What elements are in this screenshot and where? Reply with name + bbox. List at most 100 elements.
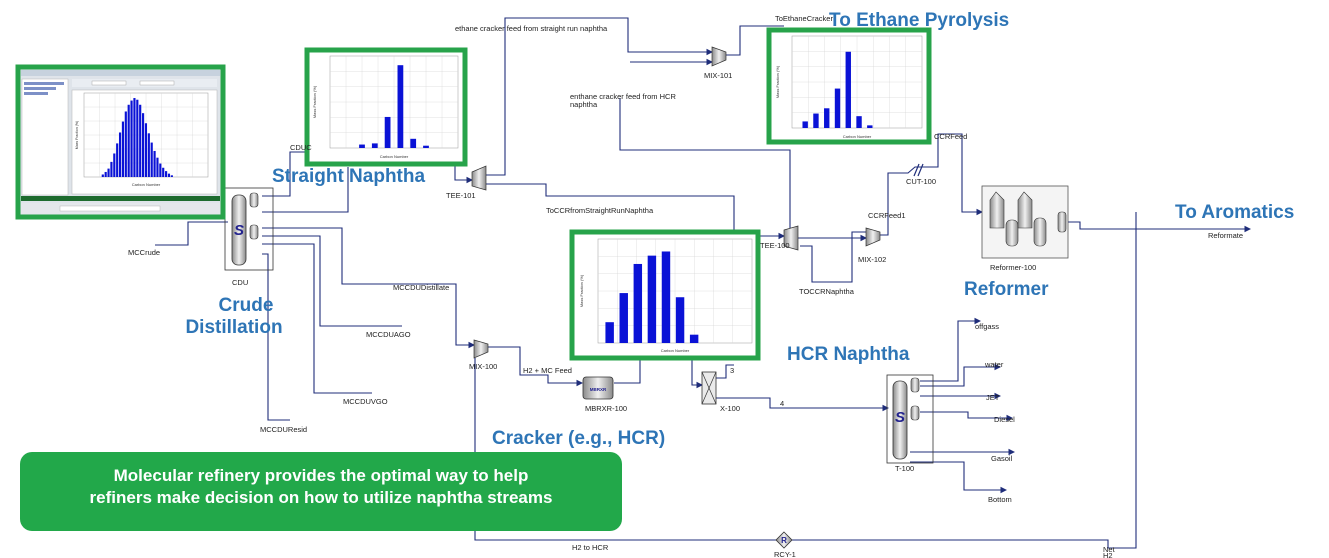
chart-bar (371, 143, 378, 148)
stream-labels: MCCrude CDU CDUC MCCDUDistillate MCCDUAG… (128, 14, 1243, 558)
chart-bar (113, 153, 116, 177)
chart-bar (845, 51, 851, 129)
chart-bar (150, 142, 153, 177)
svg-text:S: S (895, 409, 905, 426)
chart-bar (156, 157, 159, 177)
mixer-icons[interactable] (471, 46, 881, 359)
chart-bar (856, 116, 862, 128)
stream-cut100: CUT-100 (906, 177, 936, 186)
stream-mbrxr100: MBRXR-100 (585, 404, 627, 413)
label-crude: Crude (219, 295, 274, 316)
cdu-column[interactable]: S (224, 187, 274, 271)
chart-bar (130, 100, 133, 177)
chart-bar (159, 163, 162, 177)
pipes (155, 17, 1252, 549)
label-reformer: Reformer (964, 279, 1049, 300)
chart1-ylabel: Mass Fraction (%) (775, 65, 780, 98)
stream-mccdudistillate: MCCDUDistillate (393, 283, 449, 292)
stream-diesel: Diesel (994, 415, 1015, 424)
chart-bar (423, 145, 429, 148)
stream-mccduvgo: MCCDUVGO (343, 397, 388, 406)
chart3-xlabel: Carbon Number (132, 182, 161, 187)
chart-bar (121, 121, 125, 177)
stream-toccrnaphtha: TOCCRNaphtha (799, 287, 855, 296)
label-distillation: Distillation (185, 317, 282, 338)
chart-bar (136, 99, 139, 177)
banner-line-2: refiners make decision on how to utilize… (89, 488, 553, 507)
reactor-mbrxr100[interactable]: MBRXR (582, 376, 614, 400)
chart-bar (147, 133, 150, 177)
stream-net-h2-1: Net (1103, 545, 1116, 554)
reformer-unit[interactable] (981, 185, 1069, 259)
chart0-ylabel: Mass Fraction (%) (312, 85, 317, 118)
panel-ethane: Carbon Number Mass Fraction (%) (766, 27, 932, 145)
stream-ethane-feed-srn: ethane cracker feed from straight run na… (455, 24, 608, 33)
chart-bar (101, 174, 104, 177)
stream-ccrfeed: CCRFeed (934, 132, 967, 141)
chart-bar (107, 168, 110, 177)
recycle-rcy1[interactable]: R (775, 531, 793, 549)
stream-ethane-feed-hcr-2: naphtha (570, 100, 598, 109)
stream-to-ethane-cracker: ToEthaneCracker (775, 14, 833, 23)
chart-crude-distribution (84, 93, 208, 177)
t100-column[interactable]: S (886, 374, 934, 464)
svg-text:MBRXR: MBRXR (590, 387, 607, 392)
chart-bar (813, 113, 819, 128)
chart-bar (661, 251, 671, 343)
chart-bar (153, 150, 156, 177)
label-to-aromatics: To Aromatics (1175, 202, 1294, 223)
label-cracker: Cracker (e.g., HCR) (492, 428, 665, 449)
chart2-xlabel: Carbon Number (661, 348, 690, 353)
label-straight-naphtha: Straight Naphtha (272, 166, 425, 187)
cut100-icon (913, 163, 924, 177)
chart-bar (139, 104, 142, 177)
stream-t100: T-100 (895, 464, 914, 473)
stream-bottom: Bottom (988, 495, 1012, 504)
stream-cdu: CDU (232, 278, 248, 287)
stream-h2-mc-feed: H2 + MC Feed (523, 366, 572, 375)
panel-hcr-naphtha: Carbon Number Mass Fraction (%) (569, 229, 761, 361)
chart-bar (141, 113, 145, 177)
panel-crude-window: Carbon Number Mass Fraction (%) (15, 64, 226, 220)
chart-bar (127, 104, 130, 177)
chart-bar (124, 111, 127, 177)
chart-bar (167, 173, 171, 177)
stream-ethane-feed-hcr-1: enthane cracker feed from HCR (570, 92, 676, 101)
stream-tee100: TEE-100 (760, 241, 790, 250)
stream-toccr-srn: ToCCRfromStraightRunNaphtha (546, 206, 654, 215)
stream-mccduresid: MCCDUResid (260, 425, 307, 434)
label-hcr-naphtha: HCR Naphtha (787, 344, 910, 365)
chart-bar (633, 263, 643, 343)
stream-net-h2-2: H2 (1103, 551, 1113, 558)
stream-rcy1: RCY-1 (774, 550, 796, 558)
stream-water: water (984, 360, 1004, 369)
svg-text:R: R (781, 536, 787, 545)
banner-line-1: Molecular refinery provides the optimal … (113, 466, 529, 485)
chart-bar (647, 255, 657, 343)
chart-bar (689, 334, 699, 343)
stream-gasoil: Gasoil (991, 454, 1013, 463)
chart-bar (834, 88, 841, 128)
chart-bar (384, 116, 391, 148)
chart-hcr-naphtha (598, 239, 752, 343)
stream-cduc: CDUC (290, 143, 312, 152)
stream-x100: X-100 (720, 404, 740, 413)
chart-bar (397, 65, 404, 148)
svg-text:S: S (234, 222, 244, 239)
chart-ethane-feed (792, 36, 922, 129)
chart-bar (675, 297, 685, 343)
chart-bar (118, 132, 122, 177)
stream-s4: 4 (780, 399, 784, 408)
chart-bar (170, 175, 173, 177)
x100-exchanger[interactable] (701, 371, 717, 405)
stream-mccduago: MCCDUAGO (366, 330, 411, 339)
chart-bar (133, 98, 136, 177)
stream-h2-to-hcr: H2 to HCR (572, 543, 609, 552)
chart-bar (802, 121, 808, 128)
stream-reformer100: Reformer-100 (990, 263, 1036, 272)
stream-s3: 3 (730, 366, 734, 375)
chart-bar (162, 167, 165, 177)
chart-straight-naphtha (330, 56, 458, 148)
chart-bar (165, 171, 168, 177)
